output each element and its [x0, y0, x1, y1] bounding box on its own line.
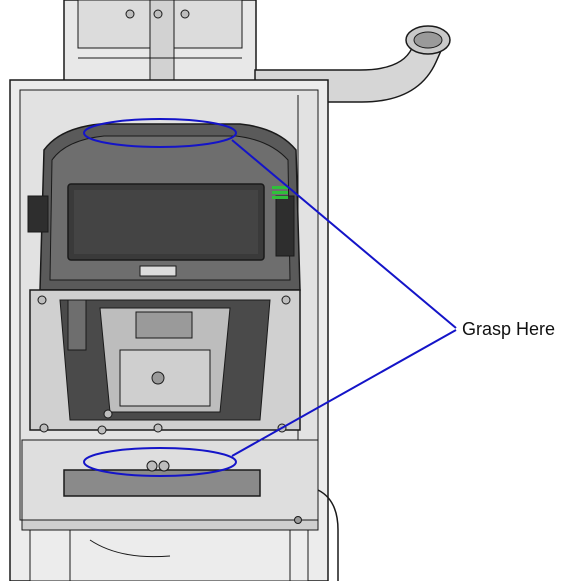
screw-icon	[153, 9, 163, 19]
grasp-here-label: Grasp Here	[462, 319, 556, 339]
upper-leader-line	[231, 139, 457, 329]
screw-icon	[125, 9, 135, 19]
status-led-icon	[272, 186, 288, 199]
input-hopper	[21, 439, 339, 581]
card-path-mechanism	[29, 289, 301, 435]
screw-icon	[281, 295, 291, 305]
screw-icon	[180, 9, 190, 19]
screw-icon	[153, 423, 163, 433]
screw-icon	[294, 516, 302, 524]
screw-icon	[39, 423, 49, 433]
screw-icon	[103, 409, 113, 419]
upper-grasp-ellipse	[83, 118, 237, 148]
lower-grasp-ellipse	[83, 447, 237, 477]
lower-leader-line	[231, 329, 457, 457]
screw-icon	[97, 425, 107, 435]
printhead-assembly	[27, 123, 301, 291]
grasp-callout	[83, 118, 457, 477]
screw-icon	[37, 295, 47, 305]
